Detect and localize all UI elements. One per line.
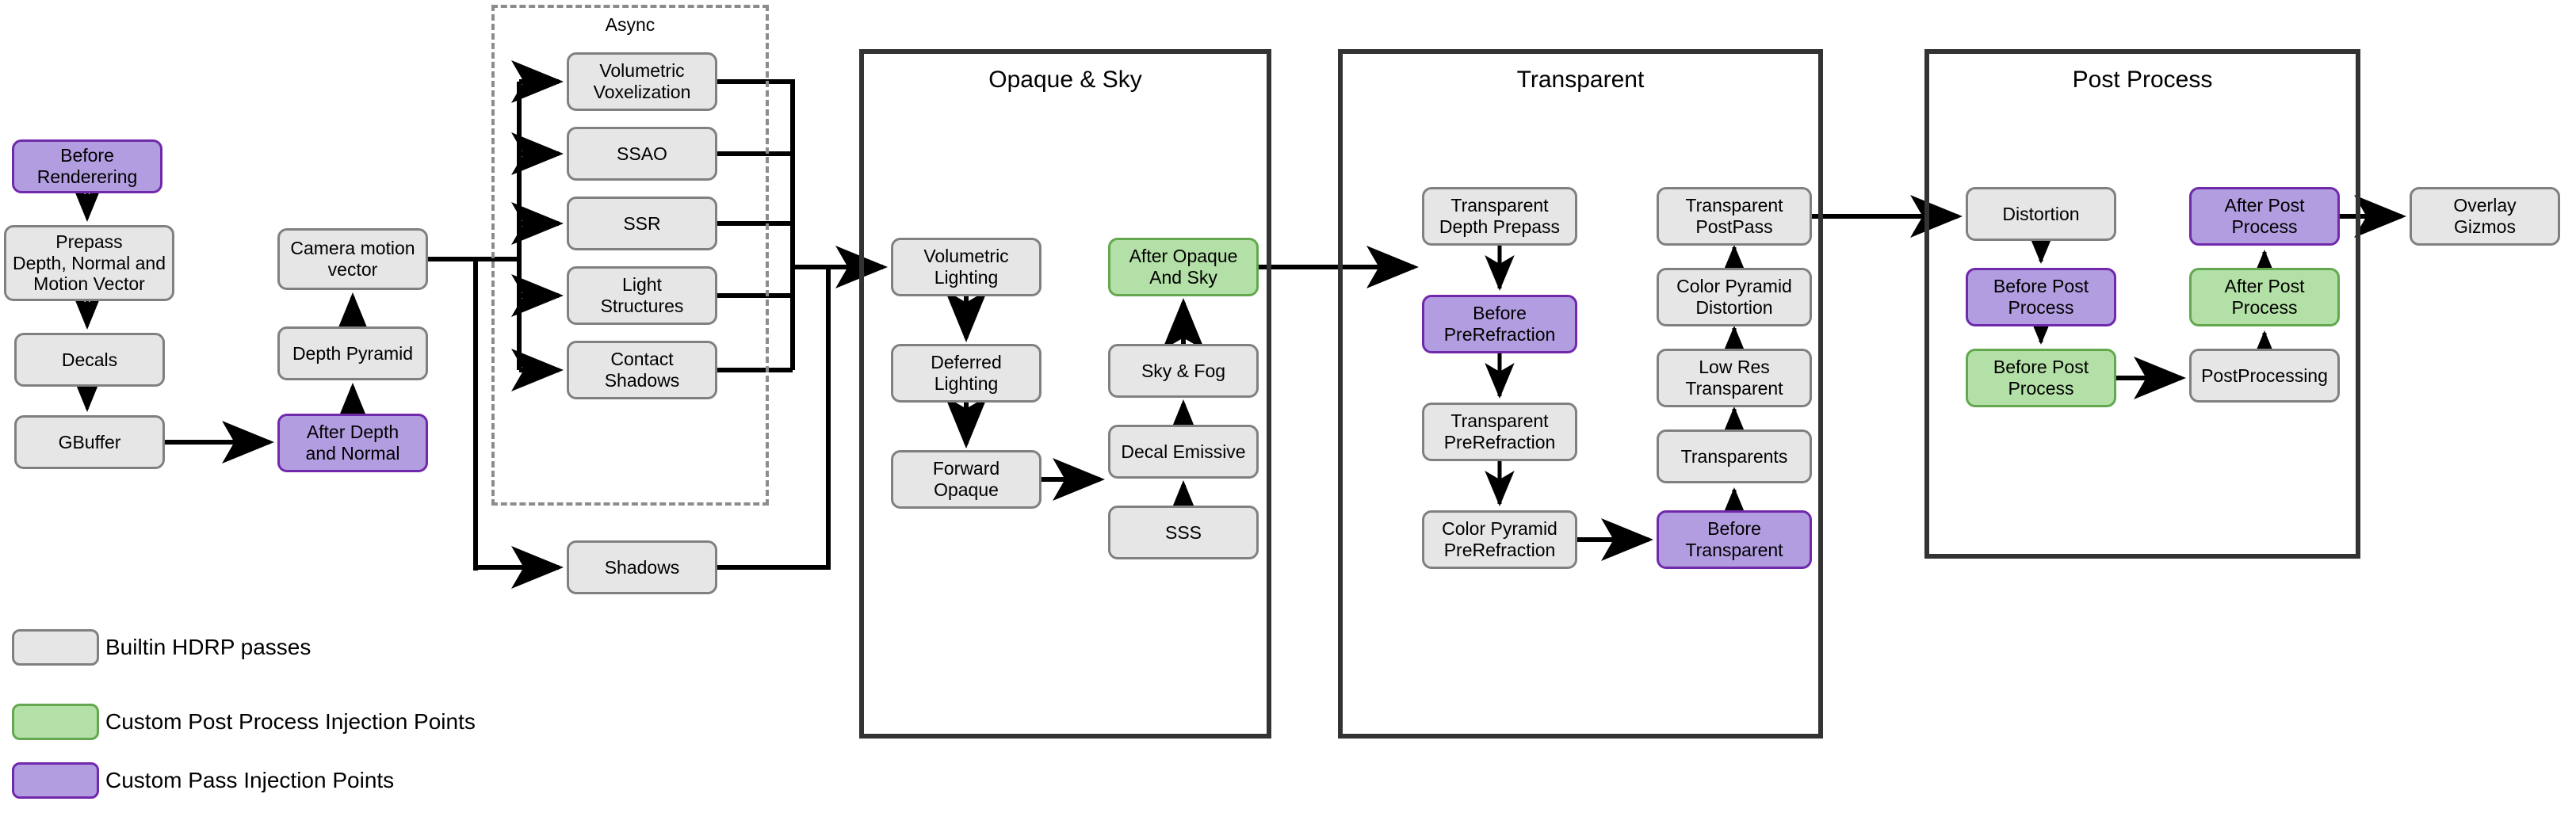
- node-decal_emissive[interactable]: Decal Emissive: [1108, 425, 1259, 479]
- group-transparent: [1338, 49, 1823, 739]
- legend-label-builtin: Builtin HDRP passes: [105, 635, 311, 659]
- legend-label-custom_post_process: Custom Post Process Injection Points: [105, 709, 476, 734]
- legend-swatch-builtin: [12, 629, 99, 666]
- group-title-opaque_sky: Opaque & Sky: [988, 67, 1142, 93]
- legend-label-custom_pass: Custom Pass Injection Points: [105, 768, 395, 792]
- node-ssr[interactable]: SSR: [567, 197, 717, 250]
- node-sss[interactable]: SSS: [1108, 506, 1259, 559]
- node-depth_pyramid[interactable]: Depth Pyramid: [277, 326, 428, 380]
- node-ssao[interactable]: SSAO: [567, 127, 717, 181]
- node-transparents[interactable]: Transparents: [1657, 429, 1812, 483]
- group-opaque_sky: [859, 49, 1271, 739]
- group-title-transparent: Transparent: [1516, 67, 1645, 93]
- group-title-post_process: Post Process: [2072, 67, 2213, 93]
- node-decals[interactable]: Decals: [14, 333, 165, 387]
- async-group-title: Async: [605, 14, 655, 35]
- node-gbuffer[interactable]: GBuffer: [14, 415, 165, 469]
- legend-swatch-custom_post_process: [12, 704, 99, 740]
- legend-swatch-custom_pass: [12, 762, 99, 799]
- async-group-box: [491, 5, 769, 506]
- group-post_process: [1924, 49, 2360, 559]
- node-shadows[interactable]: Shadows: [567, 540, 717, 594]
- node-sky_and_fog[interactable]: Sky & Fog: [1108, 344, 1259, 398]
- node-postprocessing[interactable]: PostProcessing: [2189, 349, 2340, 403]
- node-distortion[interactable]: Distortion: [1966, 187, 2116, 241]
